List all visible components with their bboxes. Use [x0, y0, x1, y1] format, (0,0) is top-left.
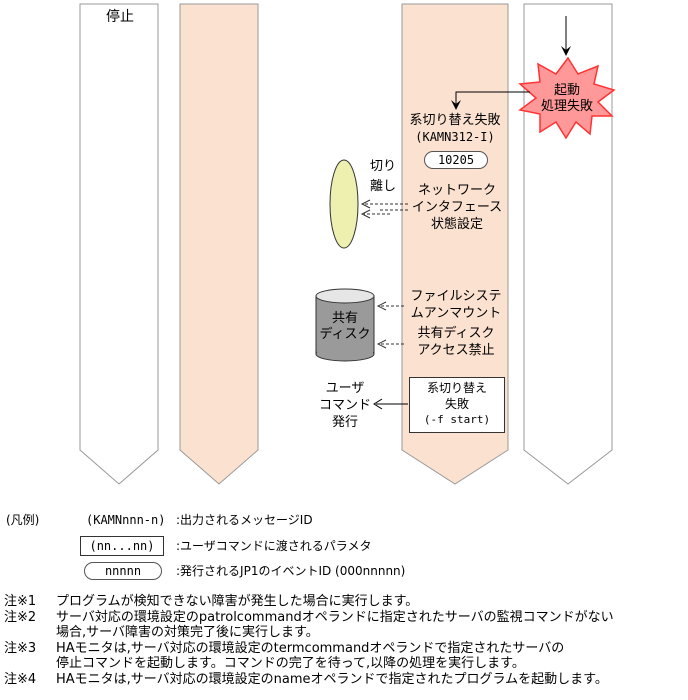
- legend-message-sample: (KAMNnnn-n): [86, 513, 166, 527]
- disk-access-line1: 共有ディスク: [417, 326, 495, 341]
- switch-fail-event-id: 10205: [424, 151, 488, 169]
- network-dashed-arrowhead-1: [360, 199, 371, 209]
- note-text: HAモニタは,サーバ対応の環境設定のnameオペランドで指定されたプログラムを起…: [56, 671, 608, 687]
- network-line3: 状態設定: [430, 217, 483, 232]
- legend-event-desc: :発行されるJP1のイベントID (000nnnnn): [176, 564, 406, 578]
- shared-disk-line2: ディスク: [319, 327, 371, 342]
- user-command-arrowhead: [373, 398, 383, 410]
- switch-fail-title: 系切り替え失敗: [409, 113, 501, 128]
- note-text: 停止コマンドを起動します。コマンドの完了を待って,以降の処理を実行します。: [56, 656, 525, 671]
- legend-parameter-sample: (nn...nn): [80, 536, 164, 556]
- disconnect-line2: 離し: [370, 179, 397, 194]
- entry-arrow-head: [561, 46, 571, 56]
- fs-unmount-line2: ムアンマウント: [410, 306, 502, 321]
- user-command-line2: コマンド: [318, 398, 371, 413]
- note-text: 場合,サーバ障害の対策完了後に実行します。: [56, 625, 319, 640]
- lane-active-main: [401, 3, 509, 485]
- user-command-line1: ユーザ: [325, 381, 365, 396]
- cmd-box-line2: 失敗: [444, 397, 469, 411]
- legend-event-sample: nnnnn: [84, 562, 162, 580]
- user-command-line3: 発行: [331, 415, 358, 430]
- note-label: 注※3: [4, 640, 37, 656]
- disk-access-line2: アクセス禁止: [417, 343, 495, 358]
- lane-standby-stop: [79, 3, 159, 485]
- lane-stop-label: 停止: [106, 9, 134, 25]
- shared-disk-line1: 共有: [331, 311, 358, 326]
- note-label: 注※4: [4, 671, 37, 687]
- network-line1: ネットワーク: [417, 183, 496, 198]
- note-text: HAモニタは,サーバ対応の環境設定のtermcommandオペランドで指定された…: [56, 640, 565, 656]
- command-parameter-box: 系切り替え 失敗 (-f start): [409, 377, 505, 433]
- disconnect-ellipse: [329, 159, 359, 249]
- start-failed-burst: [518, 56, 616, 140]
- fs-unmount-line1: ファイルシステ: [410, 289, 502, 304]
- network-dashed-arrowhead-3: [360, 209, 371, 219]
- switch-fail-message-id: (KAMN312-I): [415, 130, 495, 144]
- network-line2: インタフェース: [411, 200, 503, 215]
- start-failed-line2: 処理失敗: [540, 99, 593, 114]
- note-label: 注※2: [4, 609, 37, 625]
- burst-to-switch-arrowhead: [451, 100, 461, 110]
- shared-disk-cylinder: [315, 288, 375, 362]
- legend-message-desc: :出力されるメッセージID: [176, 513, 313, 527]
- access-dashed-arrowhead: [376, 339, 387, 349]
- note-text: プログラムが検知できない障害が発生した場合に実行します。: [56, 594, 419, 609]
- start-failed-line1: 起動: [553, 83, 580, 98]
- disconnect-line1: 切り: [370, 159, 397, 174]
- legend-parameter-desc: :ユーザコマンドに渡されるパラメタ: [176, 539, 372, 553]
- note-label: 注※1: [4, 594, 37, 609]
- note-text: サーバ対応の環境設定のpatrolcommandオペランドに指定されたサーバの監…: [56, 609, 614, 625]
- burst-to-switch-arrow: [455, 91, 530, 104]
- lane-standby-main: [179, 3, 259, 485]
- unmount-dashed-arrowhead: [376, 301, 387, 311]
- cmd-box-line1: 系切り替え: [426, 381, 487, 395]
- cmd-box-line3: (-f start): [423, 413, 491, 426]
- legend-title: (凡例): [6, 513, 40, 527]
